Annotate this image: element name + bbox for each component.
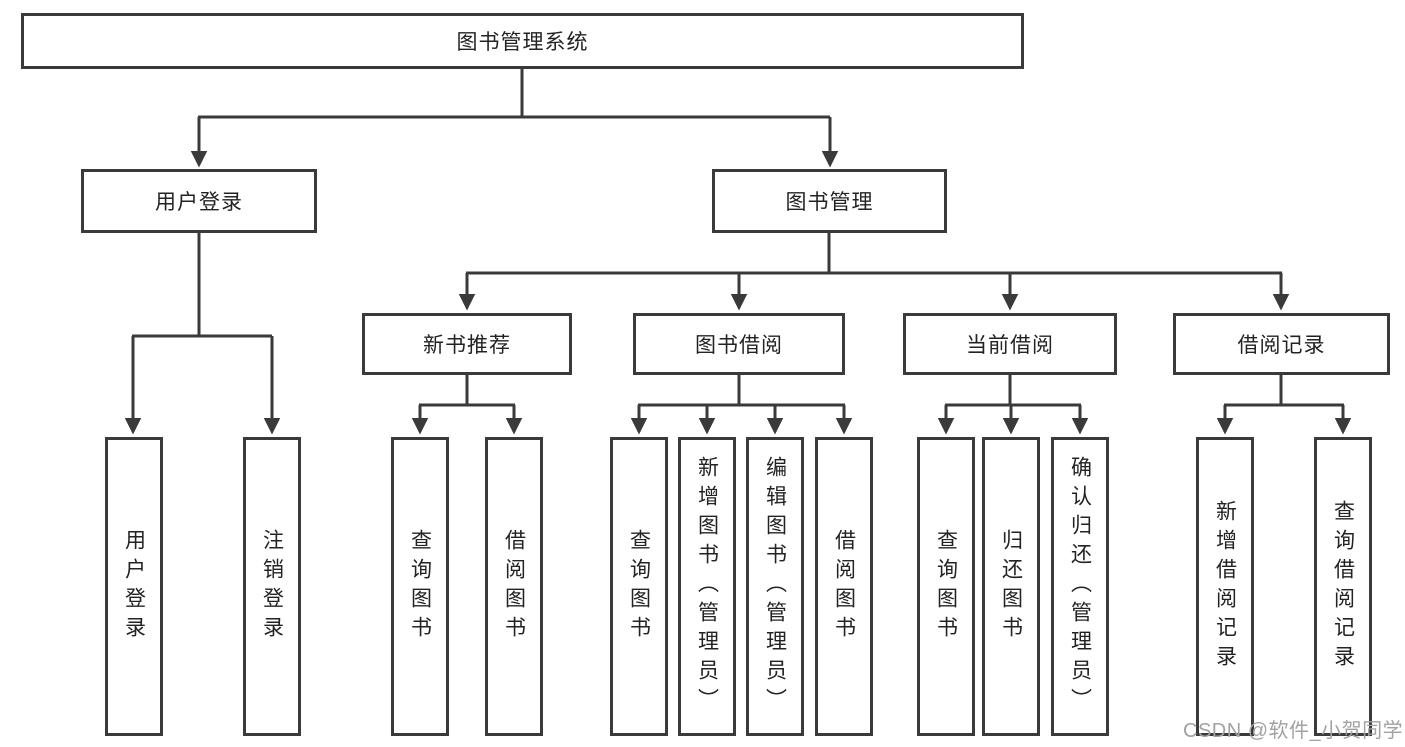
csdn-watermark: CSDN @软件_小贺同学 xyxy=(1183,720,1404,742)
leaf-nbr-query-books: 查询图书 xyxy=(391,437,449,736)
leaf-bb-edit-books-admin: 编辑图书（管理员） xyxy=(746,437,804,736)
leaf-label: 归还图书 xyxy=(999,528,1023,645)
leaf-label: 新增借阅记录 xyxy=(1213,499,1237,674)
node-book-borrow: 图书借阅 xyxy=(633,313,845,375)
leaf-cb-return-books: 归还图书 xyxy=(982,437,1040,736)
leaf-br-add-record: 新增借阅记录 xyxy=(1196,437,1254,736)
node-book-management: 图书管理 xyxy=(712,169,947,233)
leaf-label: 借阅图书 xyxy=(502,528,526,645)
leaf-cb-confirm-return-admin: 确认归还（管理员） xyxy=(1051,437,1109,736)
leaf-user-login: 用户登录 xyxy=(105,437,163,736)
node-borrow-records: 借阅记录 xyxy=(1173,313,1390,375)
leaf-label: 借阅图书 xyxy=(832,528,856,645)
leaf-br-query-record: 查询借阅记录 xyxy=(1314,437,1372,736)
leaf-label: 新增图书（管理员） xyxy=(695,456,719,717)
leaf-label: 编辑图书（管理员） xyxy=(763,456,787,717)
leaf-cb-query-books: 查询图书 xyxy=(917,437,975,736)
leaf-label: 确认归还（管理员） xyxy=(1068,456,1092,717)
leaf-label: 用户登录 xyxy=(122,528,146,645)
node-user-login: 用户登录 xyxy=(81,169,317,233)
leaf-label: 查询图书 xyxy=(408,528,432,645)
leaf-label: 注销登录 xyxy=(260,528,284,645)
leaf-bb-borrow-books: 借阅图书 xyxy=(815,437,873,736)
node-new-book-recommend: 新书推荐 xyxy=(362,313,572,375)
leaf-bb-query-books: 查询图书 xyxy=(610,437,668,736)
leaf-label: 查询借阅记录 xyxy=(1331,499,1355,674)
leaf-label: 查询图书 xyxy=(934,528,958,645)
leaf-label: 查询图书 xyxy=(627,528,651,645)
leaf-bb-add-books-admin: 新增图书（管理员） xyxy=(678,437,736,736)
node-current-borrow: 当前借阅 xyxy=(903,313,1117,375)
node-root-system: 图书管理系统 xyxy=(21,13,1024,69)
leaf-logout: 注销登录 xyxy=(243,437,301,736)
leaf-nbr-borrow-books: 借阅图书 xyxy=(485,437,543,736)
